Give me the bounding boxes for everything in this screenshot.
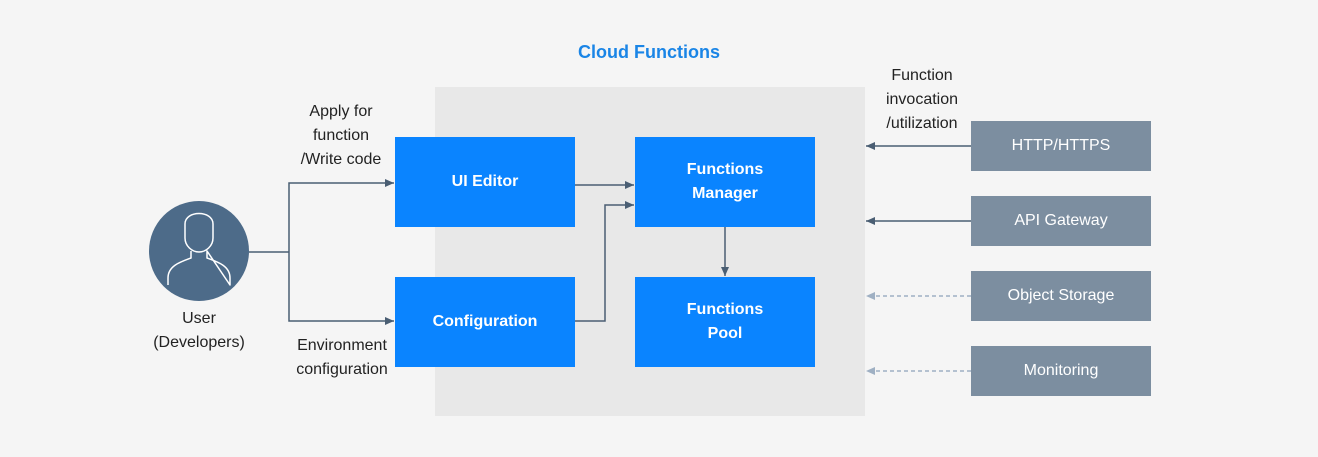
- user-label-line2: (Developers): [153, 334, 245, 351]
- http-https-label: HTTP/HTTPS: [1011, 137, 1111, 154]
- apply-annotation-line2: function: [312, 127, 370, 144]
- environment-annotation-line1: Environment: [297, 337, 387, 354]
- internal-connectors: [575, 181, 729, 322]
- environment-annotation-line2: configuration: [296, 361, 388, 378]
- api-gateway-box: API Gateway: [971, 196, 1151, 246]
- monitoring-label: Monitoring: [1023, 362, 1099, 379]
- ui-editor-label: UI Editor: [451, 173, 519, 190]
- user-label: User (Developers): [139, 307, 259, 355]
- functions-pool-box: Functions Pool: [635, 277, 815, 367]
- apply-annotation-line1: Apply for: [309, 103, 373, 120]
- functions-manager-label-line2: Manager: [692, 185, 758, 202]
- source-connectors: [866, 142, 971, 375]
- invocation-annotation-line1: Function: [891, 67, 953, 84]
- http-https-box: HTTP/HTTPS: [971, 121, 1151, 171]
- monitoring-box: Monitoring: [971, 346, 1151, 396]
- configuration-label: Configuration: [432, 313, 538, 330]
- functions-pool-label-line1: Functions: [686, 301, 764, 318]
- functions-manager-label-line1: Functions: [686, 161, 764, 178]
- user-label-line1: User: [182, 310, 216, 327]
- configuration-box: Configuration: [395, 277, 575, 367]
- functions-manager-box: Functions Manager: [635, 137, 815, 227]
- ui-editor-box: UI Editor: [395, 137, 575, 227]
- diagram-title: Cloud Functions: [578, 42, 720, 62]
- functions-pool-label-line2: Pool: [707, 325, 743, 342]
- object-storage-label: Object Storage: [1007, 287, 1115, 304]
- apply-annotation: Apply for function /Write code: [286, 100, 396, 172]
- object-storage-box: Object Storage: [971, 271, 1151, 321]
- user-connectors: [249, 179, 394, 325]
- api-gateway-label: API Gateway: [1014, 212, 1108, 229]
- invocation-annotation-line3: /utilization: [886, 115, 958, 132]
- invocation-annotation: Function invocation /utilization: [867, 64, 977, 136]
- user-avatar-icon: [149, 201, 249, 301]
- apply-annotation-line3: /Write code: [300, 151, 382, 168]
- environment-annotation: Environment configuration: [282, 334, 402, 382]
- invocation-annotation-line2: invocation: [885, 91, 959, 108]
